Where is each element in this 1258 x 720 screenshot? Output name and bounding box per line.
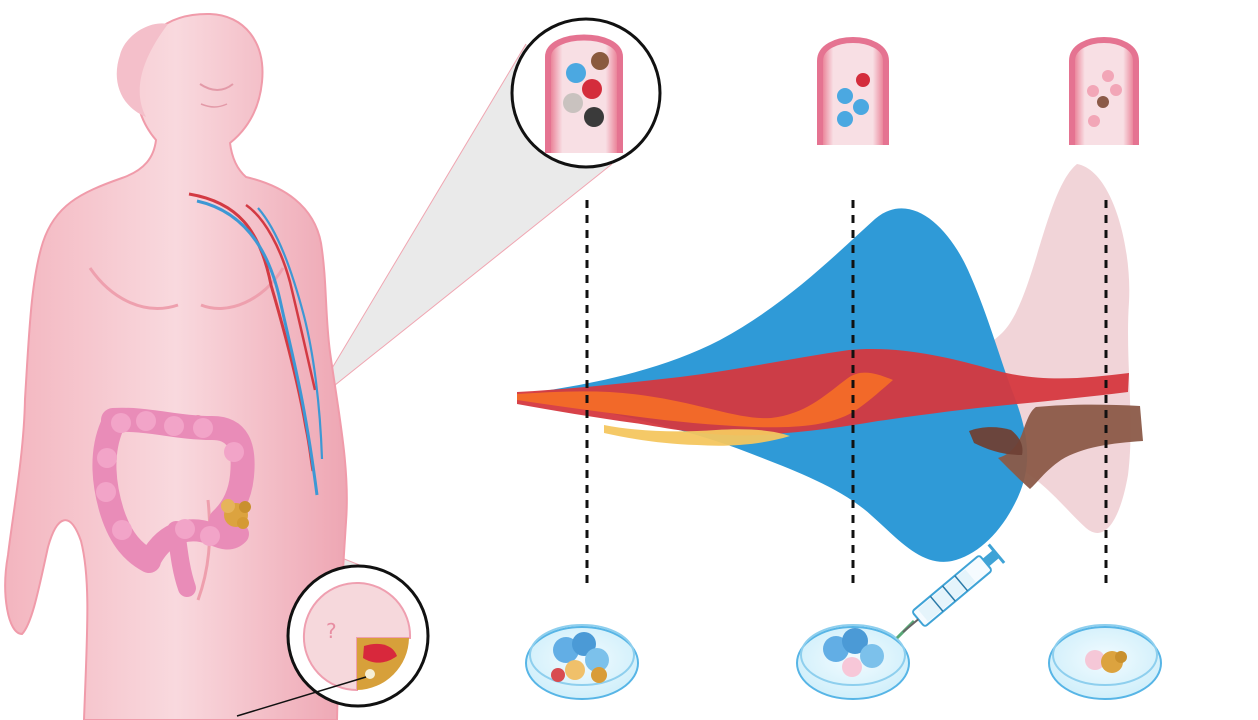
tumor-lobe (221, 499, 235, 513)
colon-bulge (136, 411, 156, 431)
top-magnifier-circle-icon (510, 17, 662, 169)
yellow-clone (604, 425, 790, 446)
vein-path-2 (257, 207, 324, 460)
pink-cell (1102, 70, 1114, 82)
right-blood-vessel-icon (1069, 37, 1139, 145)
right-vessels (817, 37, 1139, 145)
syringe-body (902, 543, 1006, 633)
human-figure-icon (4, 12, 348, 720)
right-chest-shadow (200, 267, 285, 310)
colon-bulge (175, 519, 195, 539)
pink-cell (1088, 115, 1100, 127)
colon-bulge (224, 442, 244, 462)
petri-dish-icon-1 (525, 624, 639, 700)
pink-cell (1087, 85, 1099, 97)
cone-edge-left (309, 43, 527, 406)
gray-cell (563, 93, 583, 113)
hair-bun (116, 23, 168, 118)
syringe-thumb (987, 543, 1006, 564)
orange-clone (517, 372, 893, 428)
bottom-pointer-line (236, 676, 367, 717)
vein-path-1 (196, 199, 319, 496)
red-cell (856, 73, 870, 87)
body-silhouette (4, 12, 348, 720)
tumor-lobe (239, 501, 251, 513)
colon-bulge (112, 520, 132, 540)
colon-bulge (200, 526, 220, 546)
petri-dish-icon-2 (796, 624, 910, 700)
tumor-question-mark: ? (326, 619, 337, 643)
syringe-mark (929, 595, 944, 612)
red-cell (582, 79, 602, 99)
middle-blood-vessel-icon (817, 37, 889, 145)
petri-dish-icon-3 (1048, 624, 1162, 700)
yellow-organoid (565, 660, 585, 680)
blue-organoid (585, 648, 609, 672)
eye-line (199, 83, 234, 91)
light-core (365, 669, 375, 679)
blue-cell (837, 88, 853, 104)
dish-rim (1052, 624, 1158, 686)
syringe-fluid (917, 569, 976, 622)
brown-cell (1097, 96, 1109, 108)
bottom-inset-content: ? (302, 582, 412, 692)
tumor-icon (221, 499, 251, 529)
cone-edge-right (309, 163, 613, 406)
left-chest-shadow (88, 267, 179, 310)
mouth-line (200, 103, 228, 108)
vessel-tube (817, 37, 889, 145)
clonal-evolution-plot (517, 164, 1143, 562)
blood-vessel-network (188, 192, 324, 496)
dish-rim (800, 624, 906, 686)
syringe-mark (941, 585, 956, 602)
blue-organoid (572, 632, 596, 656)
pink-organoid (1085, 650, 1105, 670)
top-inset-content (545, 34, 623, 153)
syringe-mark (954, 575, 969, 592)
tumor-lobe (237, 517, 249, 529)
brown-cell (591, 52, 609, 70)
vessel-tube (1069, 37, 1139, 145)
colon-bulge (111, 413, 131, 433)
red-core (363, 643, 397, 663)
colon-bulge (164, 416, 184, 436)
colon-icon (92, 407, 255, 597)
blue-organoid (842, 628, 868, 654)
rectum (167, 521, 196, 597)
colon-bulge (96, 482, 116, 502)
dish-rim (529, 624, 635, 686)
petri-dishes (525, 624, 1162, 700)
pelvis-line (196, 499, 212, 601)
colon-bulge (97, 448, 117, 468)
yellow-organoid (591, 667, 607, 683)
syringe-icon (895, 543, 1006, 640)
brown-clone-tail (969, 427, 1023, 455)
syringe-needle (902, 618, 919, 633)
red-organoid (551, 668, 565, 682)
blue-cell (837, 111, 853, 127)
pink-cell (1110, 84, 1122, 96)
artery-path-2 (245, 203, 317, 391)
blue-organoid (860, 644, 884, 668)
blue-cell (853, 99, 869, 115)
yellow-organoid (1115, 651, 1127, 663)
timepoint-lines (585, 200, 1108, 590)
pink-organoid (842, 657, 862, 677)
blue-cell (566, 63, 586, 83)
colon-bulge (193, 418, 213, 438)
black-cell (584, 107, 604, 127)
blood-vessel-icon (545, 34, 623, 153)
bottom-magnifier-circle-icon: ? (286, 564, 430, 708)
tumor-cross-section (302, 582, 412, 692)
